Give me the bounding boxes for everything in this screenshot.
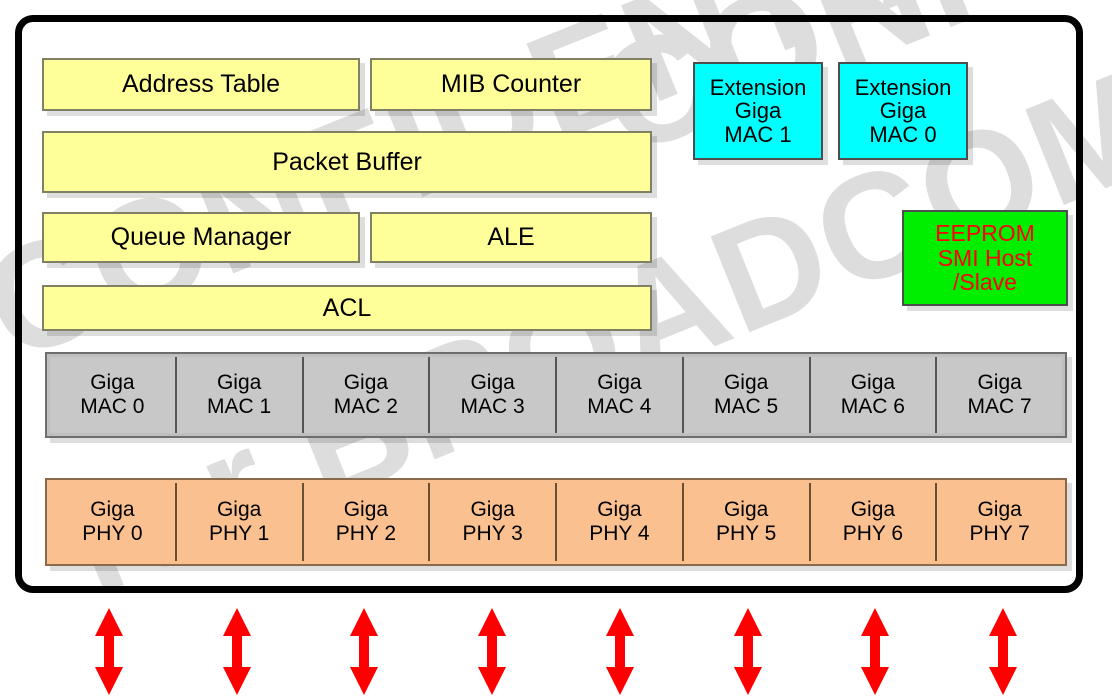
giga-phy-1-line1: Giga xyxy=(216,498,262,522)
giga-phy-port-1[interactable]: Giga PHY 1 xyxy=(176,483,304,561)
port-link-slot-3 xyxy=(428,606,556,697)
block-mib-counter[interactable]: MIB Counter xyxy=(370,58,652,111)
extension-mac0-line2: Giga xyxy=(879,98,927,124)
giga-mac-port-3[interactable]: Giga MAC 3 xyxy=(430,357,557,433)
bidirectional-arrow-icon xyxy=(733,608,762,695)
bidirectional-arrow-icon xyxy=(222,608,251,695)
giga-mac-3-line2: MAC 3 xyxy=(460,395,525,418)
giga-mac-7-line1: Giga xyxy=(977,371,1022,395)
giga-mac-1-line1: Giga xyxy=(216,371,262,395)
giga-mac-port-2[interactable]: Giga MAC 2 xyxy=(303,357,431,433)
giga-phy-6-line1: Giga xyxy=(850,498,896,522)
eeprom-line3: /Slave xyxy=(953,269,1017,296)
block-extension-giga-mac-0[interactable]: Extension Giga MAC 0 xyxy=(838,62,968,160)
port-link-slot-5 xyxy=(684,606,812,697)
giga-mac-7-line2: MAC 7 xyxy=(967,395,1032,418)
block-acl[interactable]: ACL xyxy=(42,285,652,331)
giga-mac-6-line2: MAC 6 xyxy=(840,395,905,418)
giga-phy-5-line1: Giga xyxy=(723,498,769,522)
block-packet-buffer[interactable]: Packet Buffer xyxy=(42,131,652,193)
giga-phy-5-line2: PHY 5 xyxy=(715,522,777,545)
giga-phy-3-line2: PHY 3 xyxy=(462,522,523,545)
giga-phy-7-line2: PHY 7 xyxy=(969,522,1030,545)
chip-boundary xyxy=(15,15,1083,593)
giga-mac-4-line2: MAC 4 xyxy=(587,395,652,418)
giga-mac-1-line2: MAC 1 xyxy=(207,395,272,418)
giga-phy-3-line1: Giga xyxy=(470,498,515,522)
giga-mac-5-line2: MAC 5 xyxy=(714,395,779,418)
giga-phy-4-line2: PHY 4 xyxy=(589,522,650,545)
giga-mac-0-line2: MAC 0 xyxy=(80,395,145,418)
giga-mac-0-line1: Giga xyxy=(90,371,135,395)
giga-phy-port-band: Giga PHY 0 Giga PHY 1 Giga PHY 2 Giga PH… xyxy=(45,478,1067,566)
extension-mac0-line3: MAC 0 xyxy=(869,121,937,147)
giga-phy-0-line2: PHY 0 xyxy=(82,522,143,545)
extension-mac1-line3: MAC 1 xyxy=(724,121,792,147)
giga-mac-port-5[interactable]: Giga MAC 5 xyxy=(683,357,811,433)
port-link-slot-0 xyxy=(45,606,173,697)
giga-phy-7-line1: Giga xyxy=(977,498,1022,522)
giga-phy-port-6[interactable]: Giga PHY 6 xyxy=(810,483,938,561)
block-address-table[interactable]: Address Table xyxy=(42,58,360,111)
giga-mac-port-band: Giga MAC 0 Giga MAC 1 Giga MAC 2 Giga MA… xyxy=(45,352,1067,438)
port-link-arrow-row xyxy=(45,606,1067,697)
giga-phy-2-line2: PHY 2 xyxy=(335,522,397,545)
giga-phy-2-line1: Giga xyxy=(343,498,389,522)
giga-phy-port-3[interactable]: Giga PHY 3 xyxy=(430,483,557,561)
giga-phy-port-0[interactable]: Giga PHY 0 xyxy=(50,483,177,561)
bidirectional-arrow-icon xyxy=(478,608,507,695)
giga-mac-3-line1: Giga xyxy=(470,371,515,395)
bidirectional-arrow-icon xyxy=(989,608,1018,695)
giga-phy-port-4[interactable]: Giga PHY 4 xyxy=(557,483,684,561)
giga-mac-port-6[interactable]: Giga MAC 6 xyxy=(810,357,938,433)
giga-mac-port-4[interactable]: Giga MAC 4 xyxy=(557,357,684,433)
port-link-slot-6 xyxy=(812,606,940,697)
giga-phy-6-line2: PHY 6 xyxy=(842,522,904,545)
giga-mac-2-line1: Giga xyxy=(343,371,389,395)
extension-mac1-line1: Extension xyxy=(709,75,807,101)
giga-mac-port-7[interactable]: Giga MAC 7 xyxy=(937,357,1062,433)
giga-mac-6-line1: Giga xyxy=(850,371,896,395)
block-ale[interactable]: ALE xyxy=(370,212,652,263)
bidirectional-arrow-icon xyxy=(350,608,379,695)
eeprom-line2: SMI Host xyxy=(937,244,1033,271)
giga-phy-4-line1: Giga xyxy=(597,498,642,522)
extension-mac0-line1: Extension xyxy=(854,75,952,101)
port-link-slot-1 xyxy=(173,606,301,697)
bidirectional-arrow-icon xyxy=(861,608,890,695)
giga-phy-port-5[interactable]: Giga PHY 5 xyxy=(683,483,811,561)
block-extension-giga-mac-1[interactable]: Extension Giga MAC 1 xyxy=(693,62,823,160)
block-eeprom-smi-host-slave[interactable]: EEPROM SMI Host /Slave xyxy=(902,210,1068,306)
eeprom-line1: EEPROM xyxy=(935,220,1035,247)
giga-mac-2-line2: MAC 2 xyxy=(333,395,398,418)
bidirectional-arrow-icon xyxy=(94,608,123,695)
giga-mac-5-line1: Giga xyxy=(723,371,769,395)
giga-mac-port-0[interactable]: Giga MAC 0 xyxy=(50,357,177,433)
giga-phy-1-line2: PHY 1 xyxy=(208,522,270,545)
block-queue-manager[interactable]: Queue Manager xyxy=(42,212,360,263)
giga-mac-4-line1: Giga xyxy=(597,371,642,395)
giga-mac-port-1[interactable]: Giga MAC 1 xyxy=(176,357,304,433)
port-link-slot-4 xyxy=(556,606,684,697)
port-link-slot-7 xyxy=(939,606,1067,697)
giga-phy-0-line1: Giga xyxy=(90,498,135,522)
giga-phy-port-7[interactable]: Giga PHY 7 xyxy=(937,483,1062,561)
port-link-slot-2 xyxy=(301,606,429,697)
giga-phy-port-2[interactable]: Giga PHY 2 xyxy=(303,483,431,561)
extension-mac1-line2: Giga xyxy=(734,98,782,124)
bidirectional-arrow-icon xyxy=(605,608,634,695)
